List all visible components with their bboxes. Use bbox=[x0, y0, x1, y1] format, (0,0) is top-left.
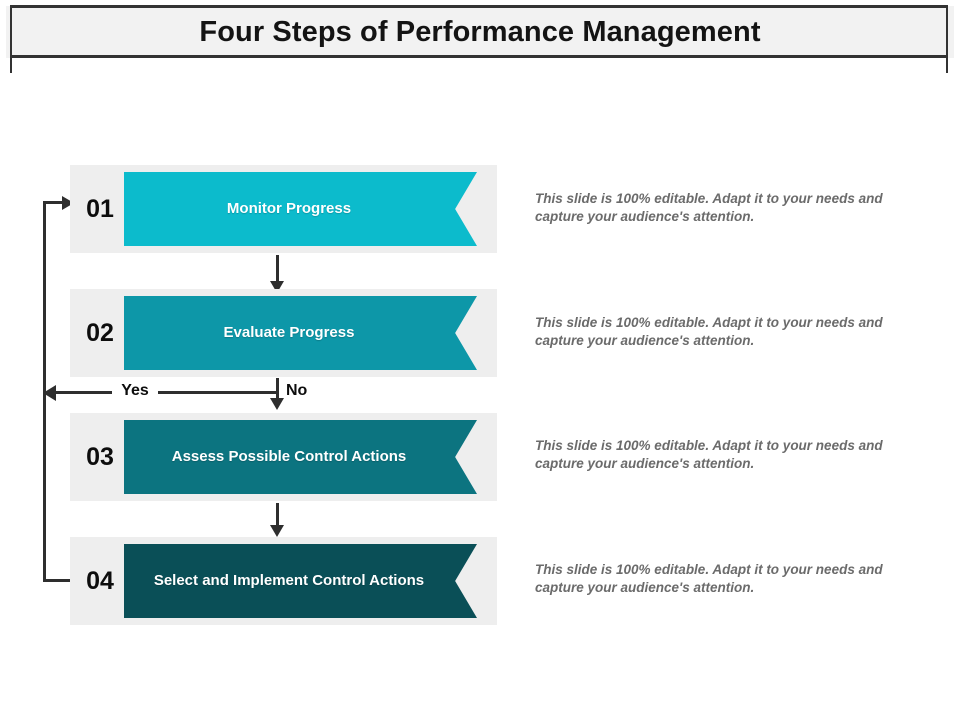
yes-branch-segment-right bbox=[158, 391, 278, 394]
title-band bbox=[6, 6, 954, 58]
connector-stem-3-4 bbox=[276, 503, 279, 529]
ribbon-shape-1 bbox=[124, 172, 477, 246]
feedback-rail-top-segment bbox=[43, 201, 65, 204]
step-ribbon-4[interactable]: Select and Implement Control Actions bbox=[124, 544, 477, 618]
step-body-2: This slide is 100% editable. Adapt it to… bbox=[535, 315, 883, 348]
step-number-4: 04 bbox=[86, 567, 114, 595]
step-label-2: Evaluate Progress bbox=[223, 324, 355, 341]
ribbon-shape-2 bbox=[124, 296, 477, 370]
title-rule-top bbox=[10, 5, 948, 8]
connector-stem-2-3 bbox=[276, 378, 279, 402]
feedback-rail-bottom-segment bbox=[43, 579, 71, 582]
step-body-3: This slide is 100% editable. Adapt it to… bbox=[535, 438, 883, 471]
step-label-1: Monitor Progress bbox=[226, 200, 352, 217]
step-ribbon-2[interactable]: Evaluate Progress bbox=[124, 296, 477, 370]
step-number-3: 03 bbox=[86, 443, 114, 471]
arrowhead-down-icon-2 bbox=[270, 398, 284, 410]
title-rule-bottom bbox=[10, 55, 948, 58]
title-bracket-right bbox=[946, 5, 948, 73]
step-body-1: This slide is 100% editable. Adapt it to… bbox=[535, 191, 883, 224]
step-label-4: Select and Implement Control Actions bbox=[153, 572, 425, 589]
step-label-3: Assess Possible Control Actions bbox=[171, 448, 407, 465]
yes-branch-segment-left bbox=[55, 391, 112, 394]
step-ribbon-1[interactable]: Monitor Progress bbox=[124, 172, 477, 246]
step-number-1: 01 bbox=[86, 195, 114, 223]
title-bracket-left bbox=[10, 5, 12, 73]
ribbon-shape-3 bbox=[124, 420, 477, 494]
step-ribbon-3[interactable]: Assess Possible Control Actions bbox=[124, 420, 477, 494]
decision-label-yes: Yes bbox=[121, 382, 149, 399]
step-body-4: This slide is 100% editable. Adapt it to… bbox=[535, 562, 883, 595]
page-title: Four Steps of Performance Management bbox=[199, 16, 761, 48]
arrowhead-left-icon bbox=[43, 385, 56, 401]
decision-label-no: No bbox=[286, 382, 308, 399]
connector-stem-1-2 bbox=[276, 255, 279, 285]
arrowhead-down-icon-3 bbox=[270, 525, 284, 537]
step-number-2: 02 bbox=[86, 319, 114, 347]
ribbon-shape-4 bbox=[124, 544, 477, 618]
